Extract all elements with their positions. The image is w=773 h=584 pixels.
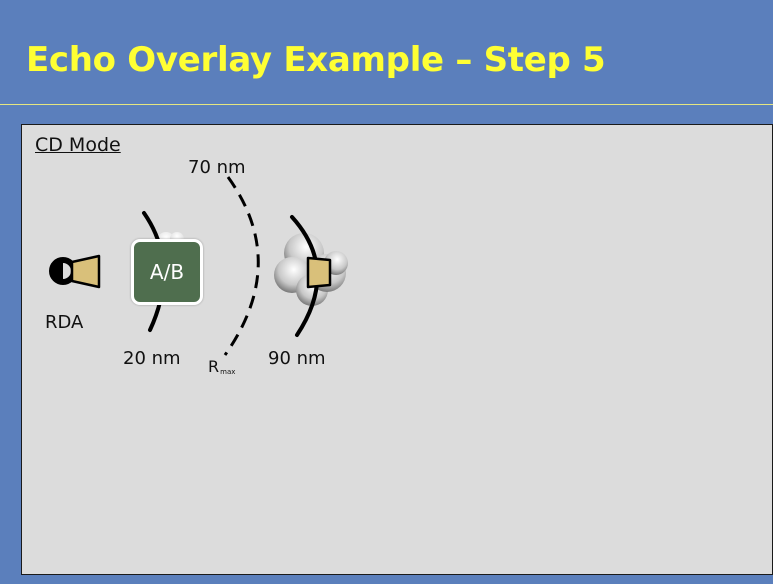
echo-tile-icon	[306, 256, 332, 289]
range-arc-rmax	[223, 176, 260, 356]
range-label-70nm: 70 nm	[188, 157, 246, 178]
diagram-panel: CD Mode A/B RDA 70 nm 20 nm 90 nm Rmax	[21, 124, 773, 575]
title-divider	[0, 104, 773, 105]
weather-echo-icon	[274, 233, 348, 306]
radar-icon	[49, 254, 101, 289]
target-label: A/B	[149, 260, 185, 284]
range-label-90nm: 90 nm	[268, 348, 326, 369]
rmax-label: Rmax	[208, 357, 235, 376]
radar-label: RDA	[45, 312, 84, 333]
aircraft-target-box: A/B	[131, 239, 203, 305]
range-label-20nm: 20 nm	[123, 348, 181, 369]
page-title: Echo Overlay Example – Step 5	[26, 40, 606, 80]
rmax-letter: R	[208, 357, 220, 376]
rmax-subscript: max	[220, 368, 236, 376]
mode-label: CD Mode	[35, 134, 121, 156]
echo-overlay-diagram	[49, 176, 348, 356]
